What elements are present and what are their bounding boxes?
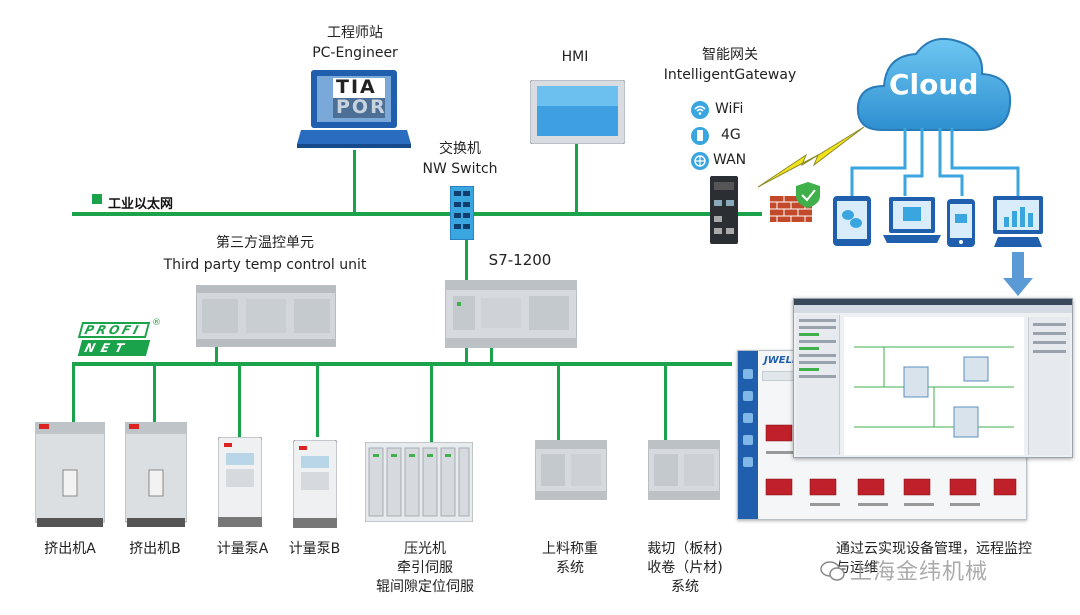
device-label-extruder-a: 挤出机A: [44, 541, 96, 557]
engineer-laptop: [297, 68, 412, 152]
hmi-panel: [530, 80, 625, 144]
temp-unit-device: [196, 285, 336, 347]
servo-rack-device: [365, 442, 473, 522]
cloud-label: Cloud: [889, 68, 979, 101]
profinet-mark: ®: [152, 318, 161, 328]
engineer-screen-text-1: TIA: [336, 76, 377, 98]
wechat-icon: [820, 560, 846, 582]
lightning-icon: [756, 125, 866, 195]
gateway-label-cn: 智能网关: [702, 47, 758, 63]
gateway-device: [708, 176, 740, 244]
profinet-line2: NET: [77, 340, 151, 356]
ethernet-legend-marker: [92, 194, 102, 204]
temp-unit-label-en: Third party temp control unit: [163, 257, 367, 273]
device-label-calender-1: 压光机: [404, 541, 446, 557]
tia-portal-screenshot: [793, 298, 1073, 458]
profinet-bus: [72, 362, 732, 366]
cutting-plc-device: [648, 440, 720, 500]
cloud-branches: [840, 128, 1040, 198]
drop-e: [430, 362, 433, 442]
extruder-b-device: [125, 422, 187, 527]
temp-unit-label-cn: 第三方温控单元: [216, 235, 314, 251]
drop-a: [72, 362, 75, 422]
temp-unit-link: [215, 345, 218, 364]
drop-g: [664, 362, 667, 440]
drop-f: [557, 362, 560, 440]
device-label-extruder-b: 挤出机B: [129, 541, 181, 557]
profinet-line1: PROFI: [77, 322, 151, 338]
down-arrow-icon: [1003, 252, 1033, 296]
plc-label: S7-1200: [488, 251, 552, 269]
hmi-label: HMI: [561, 49, 589, 65]
watermark: 上海金纬机械: [850, 560, 989, 585]
engineer-link: [353, 150, 356, 214]
drop-d: [316, 362, 319, 437]
switch-device: [450, 186, 474, 240]
engineer-screen-text-2: POR: [336, 96, 387, 118]
tablet-icon: [832, 195, 872, 247]
mobile-icon: [690, 126, 710, 146]
gateway-item-wifi: WiFi: [715, 101, 744, 117]
engineer-label-en: PC-Engineer: [312, 45, 398, 61]
gateway-label-en: IntelligentGateway: [663, 67, 797, 83]
engineer-label-cn: 工程师站: [327, 25, 383, 41]
scada-sidebar: [738, 351, 758, 519]
switch-label-en: NW Switch: [422, 161, 498, 177]
globe-icon: [690, 151, 710, 171]
gateway-item-wan: WAN: [713, 152, 747, 168]
hmi-link: [575, 143, 578, 214]
cloud-shape: [852, 30, 1017, 140]
switch-label-cn: 交换机: [439, 141, 481, 157]
extruder-a-device: [35, 422, 105, 527]
drop-b: [153, 362, 156, 422]
plc-device: [445, 280, 577, 348]
device-label-feeding-2: 系统: [556, 560, 584, 576]
device-label-calender-3: 辊间隙定位伺服: [376, 579, 474, 595]
device-label-cutting-3: 系统: [671, 579, 699, 595]
scada-brand: JWELL: [764, 355, 799, 366]
device-label-calender-2: 牵引伺服: [397, 560, 453, 576]
ethernet-label: 工业以太网: [108, 197, 174, 212]
gateway-item-4g: 4G: [721, 127, 741, 143]
pump-a-device: [218, 437, 262, 527]
device-label-cutting-1: 裁切（板材): [647, 541, 723, 557]
ethernet-bus: [72, 212, 762, 216]
cloud-caption: 通过云实现设备管理，远程监控与运维: [836, 541, 1032, 576]
laptop-icon: [883, 195, 941, 247]
profinet-logo: PROFI NET: [77, 322, 160, 356]
device-label-pump-b: 计量泵B: [288, 541, 341, 557]
device-label-feeding-1: 上料称重: [542, 541, 598, 557]
firewall-icon: [770, 182, 822, 222]
device-label-cutting-2: 收卷（片材): [647, 560, 723, 576]
phone-icon: [946, 198, 976, 248]
feeding-plc-device: [535, 440, 607, 500]
drop-c: [238, 362, 241, 437]
device-label-pump-a: 计量泵A: [216, 541, 269, 557]
pump-b-device: [293, 440, 337, 528]
wifi-icon: [690, 100, 710, 120]
plc-link: [490, 348, 493, 364]
monitor-icon: [992, 195, 1044, 249]
